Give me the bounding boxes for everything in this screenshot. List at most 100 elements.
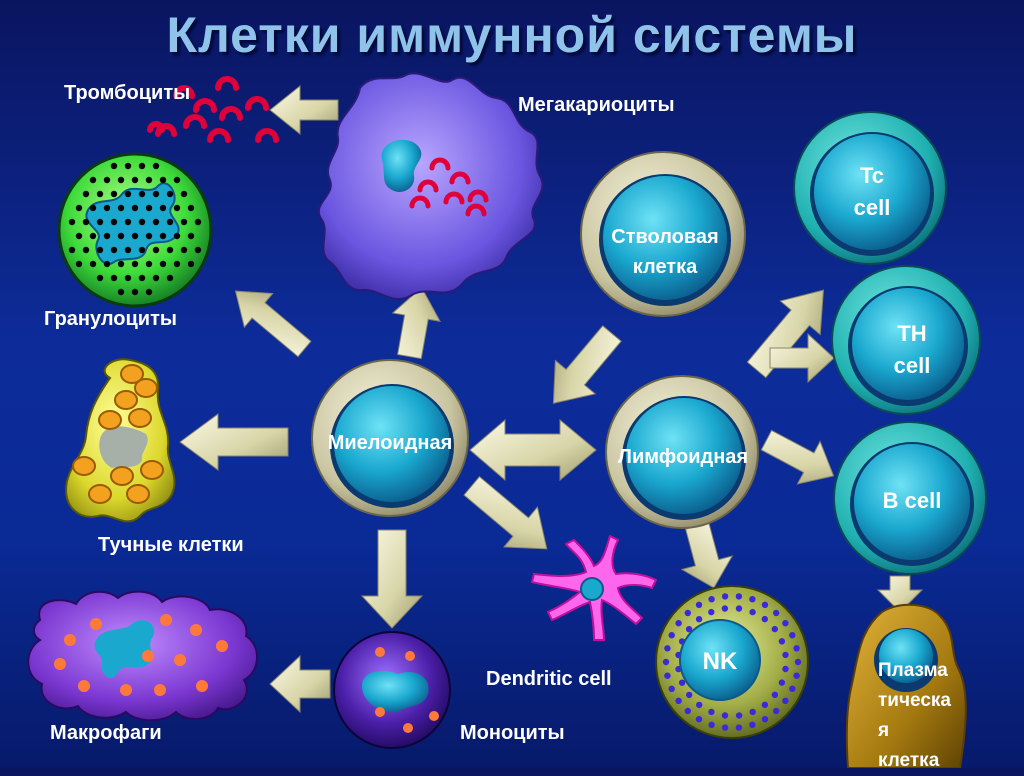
nk-granule-dot — [771, 691, 779, 698]
myeloid-cell — [311, 359, 469, 517]
nk-granule-dot — [749, 596, 756, 603]
nk-granule-dot — [789, 685, 796, 692]
granule-dot — [159, 260, 167, 268]
arrow-monocyte-to-macrophage — [269, 654, 331, 714]
granule-dot — [131, 204, 139, 212]
granule-dot — [96, 190, 104, 198]
arrow-megakaryocyte-to-platelets — [269, 84, 339, 136]
label-macrophages: Макрофаги — [50, 722, 162, 744]
nk-granule-dot — [794, 658, 802, 666]
granule-dot — [117, 204, 125, 212]
th-cell — [831, 265, 981, 415]
nk-granule-dot — [782, 651, 789, 659]
nk-granule-dot — [735, 593, 743, 600]
nk-granule-dot — [778, 679, 786, 686]
macrophage-cell — [27, 590, 258, 722]
nk-granule-dot — [789, 632, 796, 639]
granule-dot — [145, 288, 153, 296]
page-title: Клетки иммунной системы — [166, 7, 858, 63]
granule-dot — [110, 246, 118, 254]
granule-dot — [110, 274, 118, 282]
granule-dot — [117, 288, 125, 296]
nk-granule-dot — [675, 620, 682, 627]
nk-granule-dot — [664, 672, 671, 679]
granule-dot — [89, 232, 97, 240]
granule-dot — [117, 260, 125, 268]
nk-granule-dot — [773, 609, 780, 617]
nk-granule-dot — [782, 620, 789, 627]
arrow-myeloid-lymphoid-double — [469, 418, 597, 482]
granule-dot — [117, 176, 125, 184]
granule-dot — [145, 260, 153, 268]
stem-cell-label-line2: клетка — [632, 256, 698, 278]
granule-dot — [138, 274, 146, 282]
plasma-cell-label: Плазма тическа я клетка — [878, 656, 968, 776]
nk-granule-dot — [773, 707, 780, 715]
label-platelets: Тромбоциты — [64, 82, 191, 104]
granule-dot — [124, 190, 132, 198]
nk-granules — [662, 593, 802, 731]
arrow-myeloid-to-mast — [179, 413, 289, 471]
granule-dot — [145, 232, 153, 240]
nk-granule-dot — [778, 638, 786, 645]
nk-granule-dot — [721, 712, 729, 719]
granule-dot — [131, 176, 139, 184]
granule-dot — [131, 288, 139, 296]
arrow-stem-to-lymphoid — [552, 325, 622, 404]
nk-granule-dot — [735, 712, 743, 719]
nk-granule-dot — [708, 596, 715, 603]
nk-granule-dot — [782, 665, 789, 673]
granule-dot — [187, 204, 195, 212]
nk-granule-dot — [668, 632, 675, 639]
granule-dot — [124, 218, 132, 226]
granule-dot — [124, 246, 132, 254]
nk-granule-dot — [721, 724, 729, 731]
granule-dot — [110, 190, 118, 198]
nk-granule-dot — [696, 701, 703, 709]
arrow-myeloid-to-megakaryocyte — [391, 286, 441, 360]
granule-dot — [89, 176, 97, 184]
granule-dot — [166, 190, 174, 198]
granule-dot — [173, 204, 181, 212]
nk-granule-dot — [761, 615, 768, 623]
nk-granule-dot — [749, 721, 756, 728]
nk-granule-dot — [685, 626, 693, 633]
granule-dot — [82, 218, 90, 226]
granule-dot — [152, 218, 160, 226]
stem-cell-label-line1: Стволовая — [611, 226, 719, 248]
nk-granule-dot — [695, 601, 703, 608]
label-monocytes: Моноциты — [460, 722, 565, 744]
arrow-myeloid-to-dendritic — [463, 475, 548, 550]
stem-cell-label: Стволовая клетка — [595, 222, 735, 282]
plasma-label-line2: тическа — [878, 690, 951, 711]
granulocyte-granules — [68, 162, 202, 296]
nk-granule-dot — [695, 616, 703, 623]
granule-dot — [173, 232, 181, 240]
granule-dot — [180, 218, 188, 226]
granule-dot — [187, 260, 195, 268]
mast-cell — [64, 358, 176, 523]
granule-dot — [82, 246, 90, 254]
granule-dot — [75, 204, 83, 212]
granule-dot — [152, 190, 160, 198]
granule-dot — [138, 190, 146, 198]
nk-granule-dot — [678, 679, 686, 686]
nk-granule-dot — [782, 697, 789, 704]
granule-dot — [138, 246, 146, 254]
nk-granule-dot — [761, 701, 769, 708]
granule-dot — [68, 218, 76, 226]
nk-granule-dot — [684, 707, 691, 715]
myeloid-label: Миелоидная — [327, 432, 453, 454]
arrow-myeloid-to-granulocytes — [234, 290, 312, 358]
granule-dot — [131, 232, 139, 240]
lymphoid-cell — [605, 375, 759, 529]
granule-dot — [110, 218, 118, 226]
granule-dot — [159, 232, 167, 240]
label-mast-cells: Тучные клетки — [98, 534, 244, 556]
stem-cell — [580, 151, 746, 317]
granule-dot — [173, 176, 181, 184]
nk-granule-dot — [793, 672, 800, 679]
granule-dot — [75, 232, 83, 240]
nk-granule-dot — [668, 685, 675, 692]
